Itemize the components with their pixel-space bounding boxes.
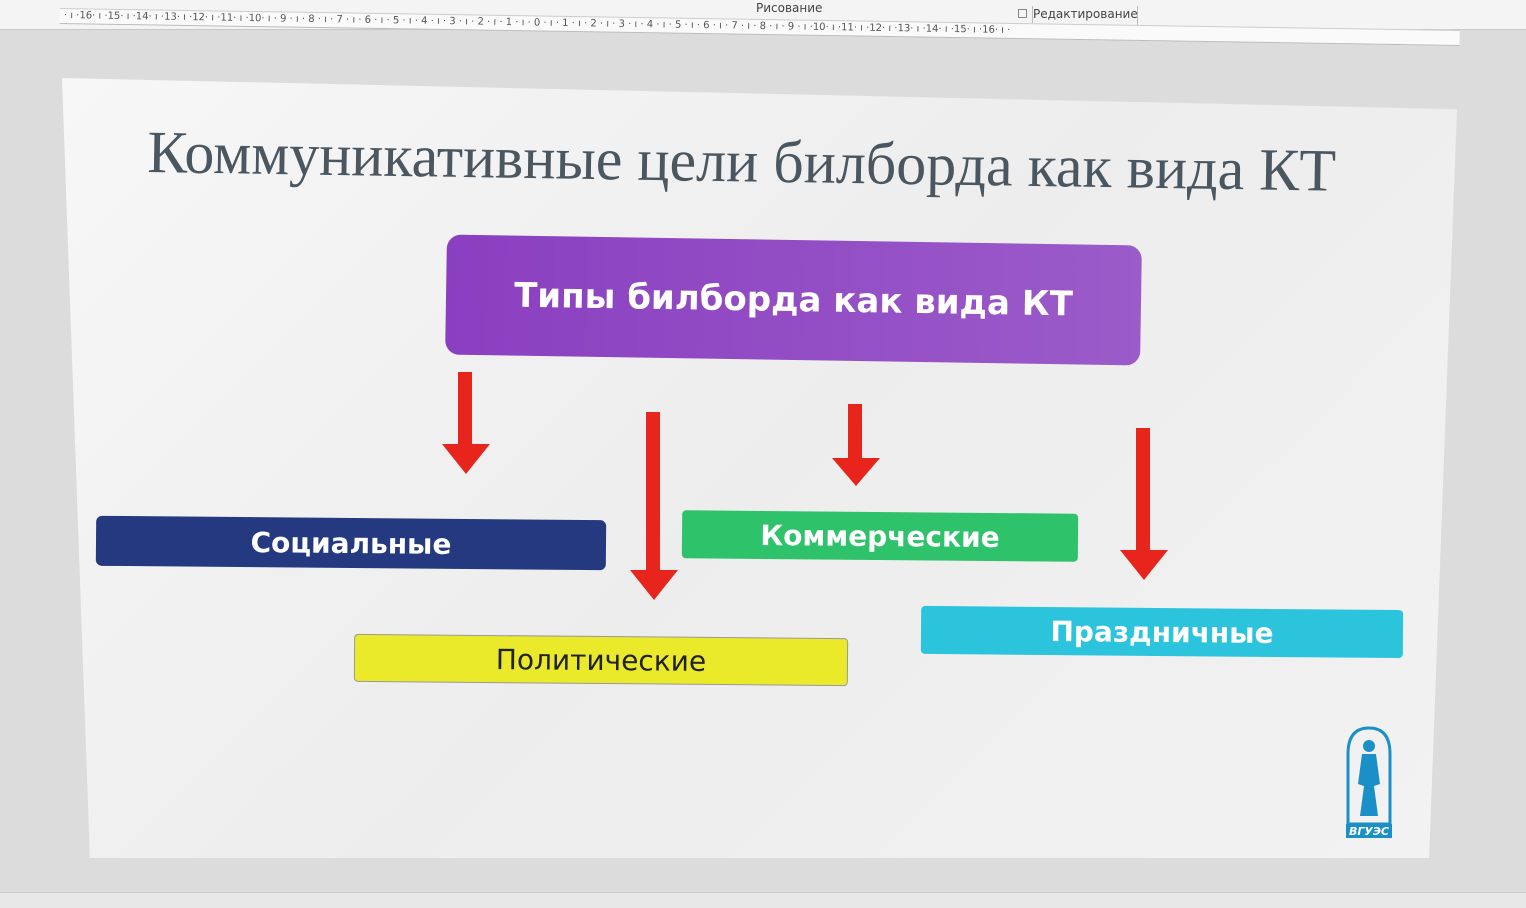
arrow-down-icon — [832, 404, 880, 486]
arrow-down-icon — [1120, 428, 1168, 580]
type-social-box: Социальные — [95, 515, 607, 571]
arrow-down-icon — [630, 412, 678, 600]
ribbon-group-drawing[interactable]: Рисование — [756, 1, 823, 15]
billboard-types-box: Типы билборда как вида КТ — [445, 234, 1142, 366]
university-logo: ВГУЭС — [1346, 726, 1392, 838]
arrow-down-icon — [442, 372, 490, 474]
ribbon-group-editing[interactable]: Редактирование — [1032, 6, 1138, 26]
slide-canvas[interactable]: Коммуникативные цели билборда как вида К… — [62, 78, 1457, 858]
type-holiday-box: Праздничные — [920, 605, 1404, 659]
slide-title: Коммуникативные цели билборда как вида К… — [146, 118, 1337, 204]
type-political-box: Политические — [353, 633, 849, 687]
dialog-launcher-icon[interactable] — [1018, 9, 1027, 18]
logo-text: ВГУЭС — [1349, 825, 1389, 838]
type-commercial-box: Коммерческие — [681, 510, 1079, 562]
status-bar — [0, 892, 1526, 908]
